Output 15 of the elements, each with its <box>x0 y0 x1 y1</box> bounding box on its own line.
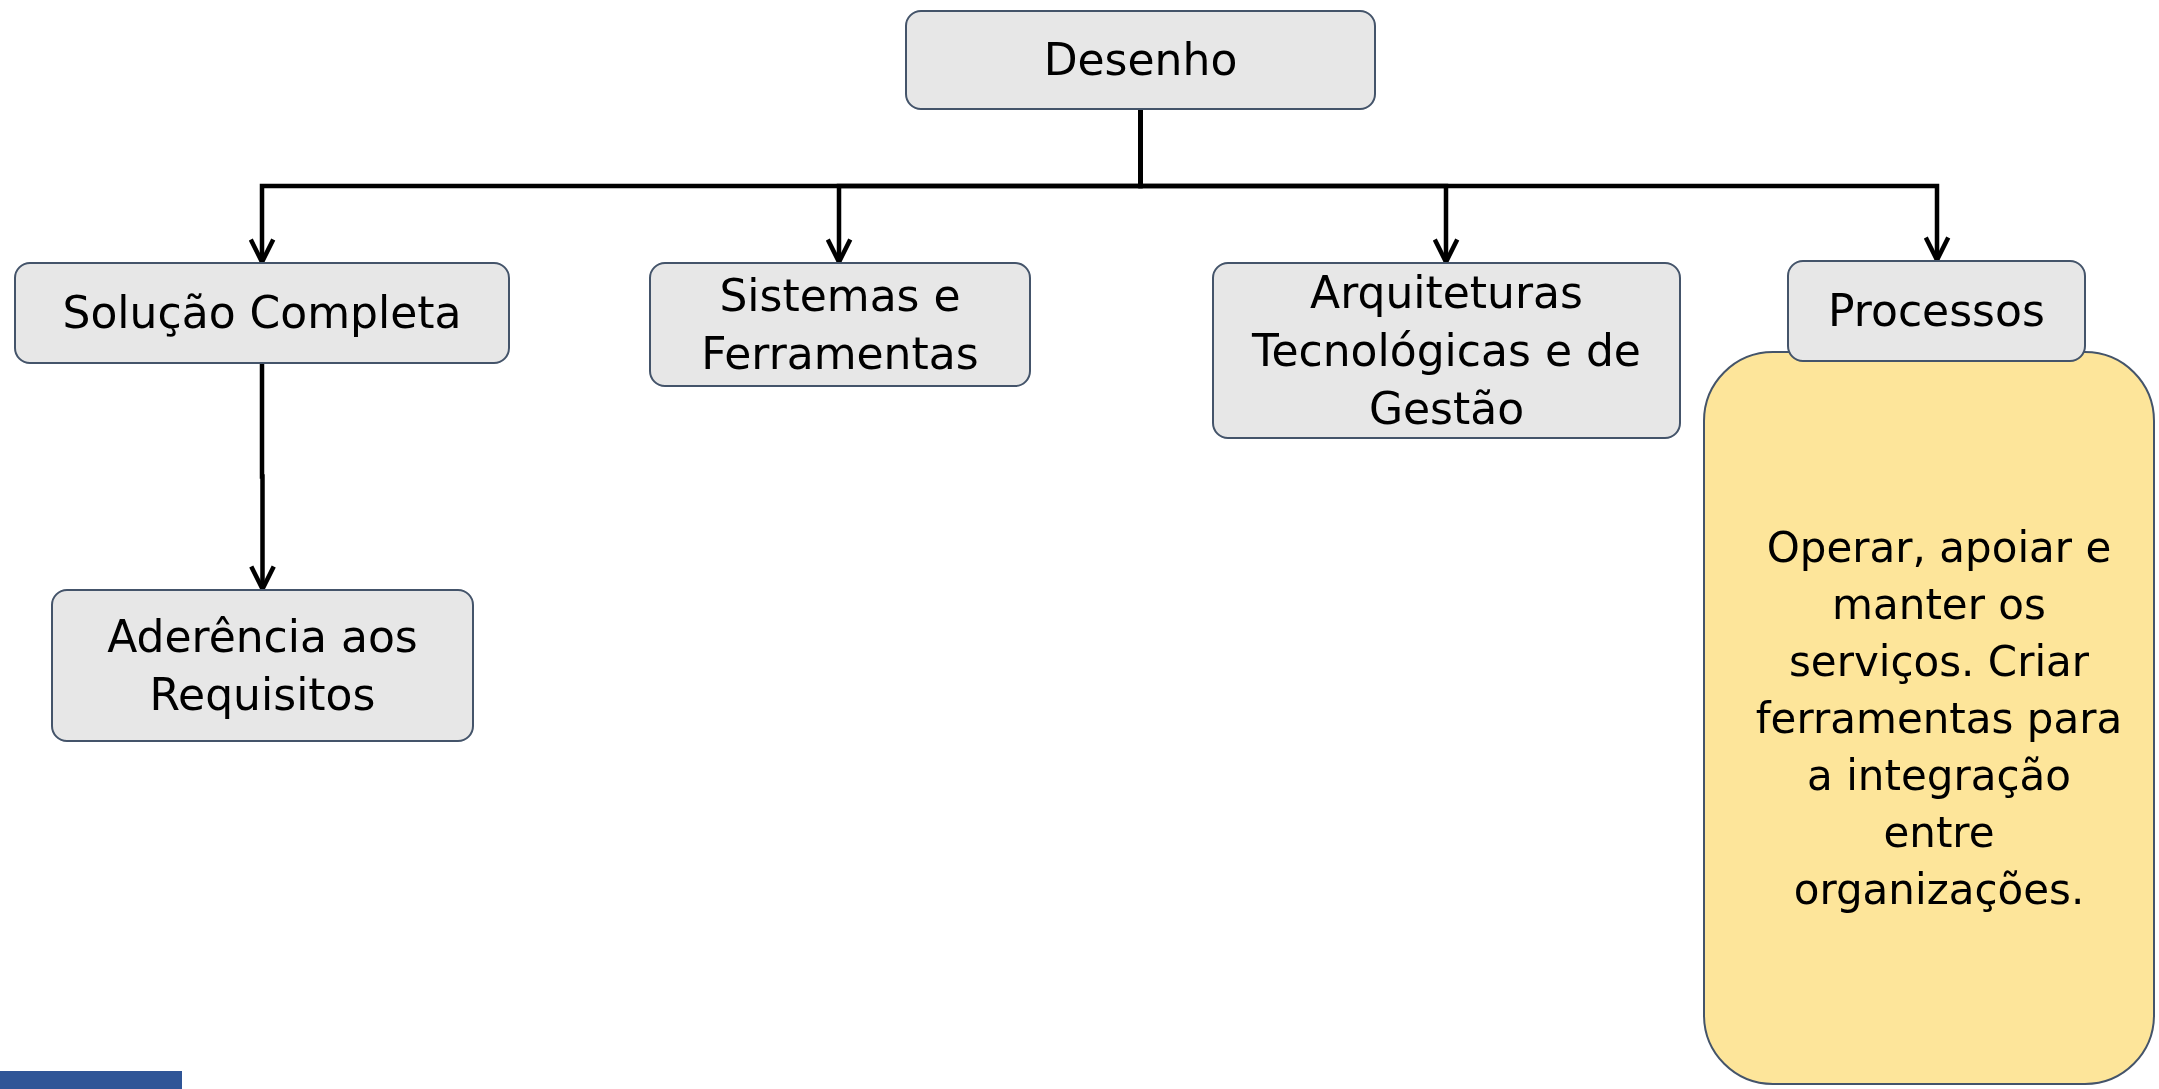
box-label: Processos <box>1828 284 2045 338</box>
box-label: Desenho <box>1043 33 1238 87</box>
box-label: Arquiteturas Tecnológicas e de Gestão <box>1251 265 1642 436</box>
process-box <box>1212 262 1681 439</box>
process-box <box>14 262 510 364</box>
box-label: Aderência aos Requisitos <box>106 609 419 722</box>
box-label: Operar, apoiar e manter os serviços. Criar ferramentas para a integração entre organizações. <box>1755 521 2123 916</box>
process-box <box>649 262 1031 387</box>
box-label: Solução Completa <box>62 286 462 340</box>
box-label: Sistemas e Ferramentas <box>700 268 980 381</box>
process-box <box>51 589 474 742</box>
process-box <box>905 10 1376 110</box>
process-box <box>1787 260 2086 362</box>
arrow <box>249 364 276 592</box>
note-box <box>1703 351 2155 1085</box>
